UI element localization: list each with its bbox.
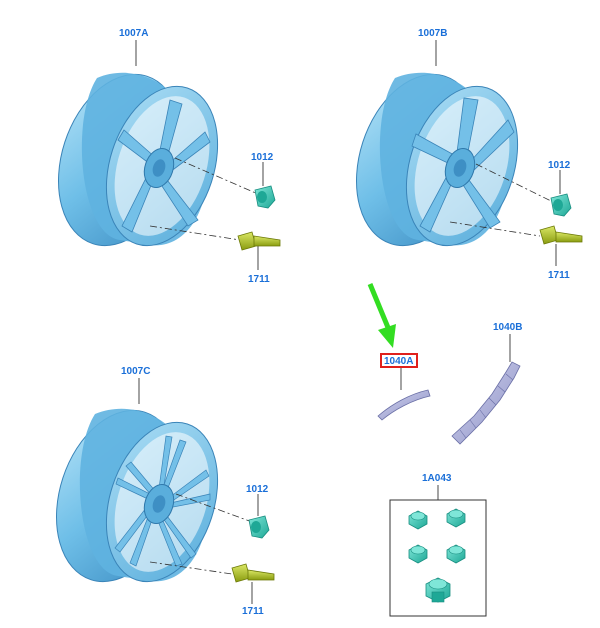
label-1711-a: 1711 [248, 274, 270, 285]
label-1a043: 1A043 [422, 473, 452, 484]
highlight-box [380, 353, 418, 368]
lug-nut-1711-b: 1711 [539, 225, 583, 281]
label-1012-b: 1012 [548, 160, 571, 171]
wheel-1007c: 1007C [55, 366, 253, 583]
label-1711-b: 1711 [548, 270, 570, 281]
label-1012-a: 1012 [251, 152, 274, 163]
wheel-weight-1040a: 1040A [377, 353, 431, 421]
lock-nut-set [408, 508, 466, 603]
label-1040b: 1040B [493, 322, 522, 333]
lug-nut-1711-c: 1711 [231, 563, 275, 617]
label-1007b: 1007B [418, 28, 447, 39]
lug-nut-1711-a: 1711 [237, 231, 281, 285]
label-1711-c: 1711 [242, 606, 264, 617]
cap-1012-b: 1012 [548, 160, 572, 217]
highlight-arrow [367, 283, 396, 348]
label-1012-c: 1012 [246, 484, 269, 495]
label-1007a: 1007A [119, 28, 148, 39]
cap-1012-a: 1012 [251, 152, 276, 209]
cap-1012-c: 1012 [246, 484, 270, 539]
wheel-weight-1040b: 1040B [451, 322, 522, 445]
lock-kit-1a043: 1A043 [389, 473, 487, 617]
label-1007c: 1007C [121, 366, 150, 377]
wheel-1007a: 1007A [57, 28, 259, 247]
label-1040a: 1040A [384, 356, 413, 367]
wheel-1007b: 1007B [355, 28, 554, 247]
